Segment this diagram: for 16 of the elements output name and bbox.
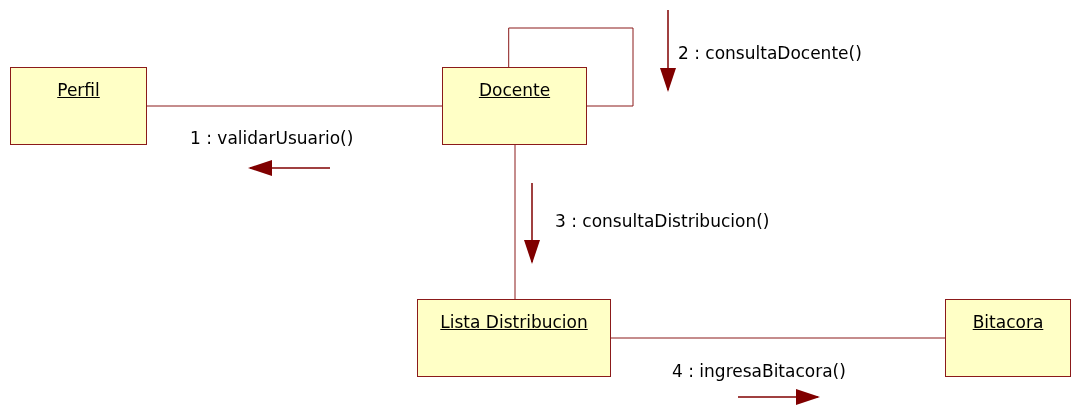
object-name: Docente	[477, 80, 552, 100]
message-label: 4 : ingresaBitacora()	[672, 361, 846, 381]
object-box	[417, 299, 611, 377]
association-line	[146, 105, 443, 107]
message-label: 3 : consultaDistribucion()	[555, 211, 770, 231]
association-line	[610, 337, 946, 339]
object-box	[442, 67, 587, 145]
association-line	[514, 144, 516, 300]
association-line	[508, 27, 634, 107]
object-box	[10, 67, 147, 145]
object-box	[945, 299, 1071, 377]
object-name: Lista Distribucion	[439, 312, 589, 332]
message-label: 1 : validarUsuario()	[190, 128, 354, 148]
object-name: Bitacora	[971, 312, 1045, 332]
message-label: 2 : consultaDocente()	[678, 43, 862, 63]
object-name: Perfil	[56, 80, 101, 100]
